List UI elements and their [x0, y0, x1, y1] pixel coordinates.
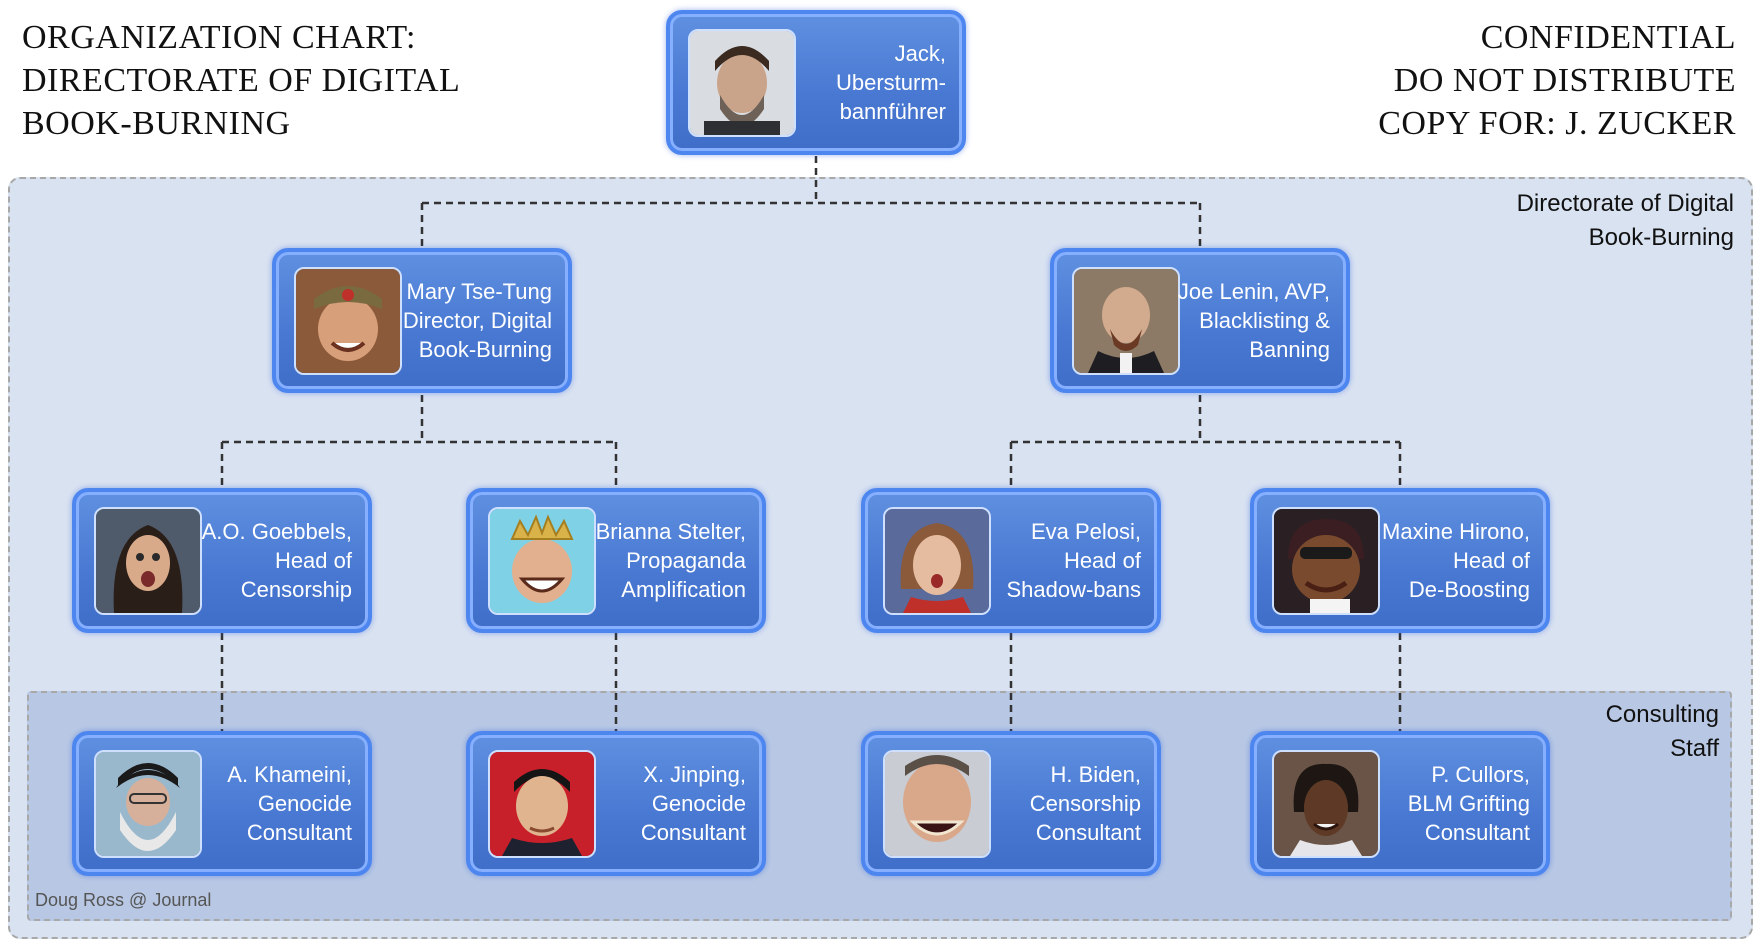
label-line: Head of: [1063, 548, 1141, 573]
node-mary: Mary Tse-Tung Director, Digital Book-Bur…: [272, 248, 572, 393]
label-line: Genocide: [651, 791, 746, 816]
label-line: Amplification: [621, 577, 746, 602]
label-line: De-Boosting: [1408, 577, 1530, 602]
label-line: Genocide: [257, 791, 352, 816]
label-line: Blacklisting &: [1199, 308, 1330, 333]
label-line: Banning: [1249, 337, 1330, 362]
node-cullors: P. Cullors, BLM Grifting Consultant: [1250, 731, 1550, 876]
label-line: bannführer: [839, 99, 946, 124]
title-line: ORGANIZATION CHART:: [22, 19, 416, 56]
portrait-photo: [488, 750, 596, 858]
node-jinping: X. Jinping, Genocide Consultant: [466, 731, 766, 876]
portrait-photo: [94, 750, 202, 858]
label-line: Consultant: [1424, 820, 1530, 845]
portrait-photo: [488, 507, 596, 615]
label-line: A. Khameini,: [227, 762, 352, 787]
stamp-line: DO NOT DISTRIBUTE: [1393, 62, 1736, 99]
node-khameini: A. Khameini, Genocide Consultant: [72, 731, 372, 876]
node-jack: Jack, Ubersturm- bannführer: [666, 10, 966, 155]
consulting-region-label: Consulting Staff: [1606, 698, 1719, 766]
label-line: X. Jinping,: [643, 762, 746, 787]
label-line: Censorship: [240, 577, 352, 602]
region-label-line: Book-Burning: [1588, 224, 1734, 251]
label-line: Consultant: [640, 820, 746, 845]
node-ao: A.O. Goebbels, Head of Censorship: [72, 488, 372, 633]
chart-title: ORGANIZATION CHART: DIRECTORATE OF DIGIT…: [22, 16, 460, 145]
label-line: Propaganda: [626, 548, 746, 573]
label-line: Director, Digital: [402, 308, 552, 333]
portrait-photo: [1272, 507, 1380, 615]
portrait-photo: [294, 267, 402, 375]
credit-text: Doug Ross @ Journal: [35, 890, 212, 910]
portrait-photo: [94, 507, 202, 615]
node-label: Joe Lenin, AVP, Blacklisting & Banning: [1170, 252, 1330, 389]
portrait-photo: [883, 507, 991, 615]
node-eva: Eva Pelosi, Head of Shadow-bans: [861, 488, 1161, 633]
label-line: Ubersturm-: [835, 70, 946, 95]
title-line: BOOK-BURNING: [22, 105, 291, 142]
label-line: H. Biden,: [1050, 762, 1142, 787]
label-line: Joe Lenin, AVP,: [1177, 279, 1330, 304]
label-line: Brianna Stelter,: [595, 519, 746, 544]
confidential-stamp: CONFIDENTIAL DO NOT DISTRIBUTE COPY FOR:…: [1378, 16, 1736, 145]
region-label-line: Directorate of Digital: [1516, 190, 1734, 217]
node-maxine: Maxine Hirono, Head of De-Boosting: [1250, 488, 1550, 633]
label-line: Head of: [274, 548, 352, 573]
portrait-photo: [883, 750, 991, 858]
node-label: A. Khameini, Genocide Consultant: [192, 735, 352, 872]
label-line: A.O. Goebbels,: [201, 519, 352, 544]
node-label: Maxine Hirono, Head of De-Boosting: [1370, 492, 1530, 629]
portrait-photo: [1272, 750, 1380, 858]
label-line: Maxine Hirono,: [1382, 519, 1530, 544]
label-line: Jack,: [894, 41, 946, 66]
label-line: Consultant: [1035, 820, 1141, 845]
node-biden: H. Biden, Censorship Consultant: [861, 731, 1161, 876]
node-label: A.O. Goebbels, Head of Censorship: [192, 492, 352, 629]
directorate-region-label: Directorate of Digital Book-Burning: [1517, 187, 1734, 255]
node-brianna: Brianna Stelter, Propaganda Amplificatio…: [466, 488, 766, 633]
title-line: DIRECTORATE OF DIGITAL: [22, 62, 461, 99]
stamp-line: CONFIDENTIAL: [1480, 19, 1736, 56]
label-line: Book-Burning: [418, 337, 552, 362]
portrait-photo: [1072, 267, 1180, 375]
label-line: Censorship: [1029, 791, 1141, 816]
node-label: Eva Pelosi, Head of Shadow-bans: [981, 492, 1141, 629]
label-line: P. Cullors,: [1431, 762, 1530, 787]
label-line: Head of: [1452, 548, 1530, 573]
label-line: Eva Pelosi,: [1030, 519, 1141, 544]
label-line: Consultant: [246, 820, 352, 845]
label-line: Mary Tse-Tung: [406, 279, 553, 304]
node-label: P. Cullors, BLM Grifting Consultant: [1370, 735, 1530, 872]
portrait-photo: [688, 29, 796, 137]
node-label: Jack, Ubersturm- bannführer: [786, 14, 946, 151]
node-label: Brianna Stelter, Propaganda Amplificatio…: [586, 492, 746, 629]
node-label: Mary Tse-Tung Director, Digital Book-Bur…: [392, 252, 552, 389]
node-joe: Joe Lenin, AVP, Blacklisting & Banning: [1050, 248, 1350, 393]
region-label-line: Consulting: [1605, 701, 1719, 728]
node-label: H. Biden, Censorship Consultant: [981, 735, 1141, 872]
region-label-line: Staff: [1670, 735, 1719, 762]
stamp-line: COPY FOR: J. ZUCKER: [1378, 105, 1736, 142]
node-label: X. Jinping, Genocide Consultant: [586, 735, 746, 872]
label-line: Shadow-bans: [1006, 577, 1141, 602]
label-line: BLM Grifting: [1407, 791, 1530, 816]
